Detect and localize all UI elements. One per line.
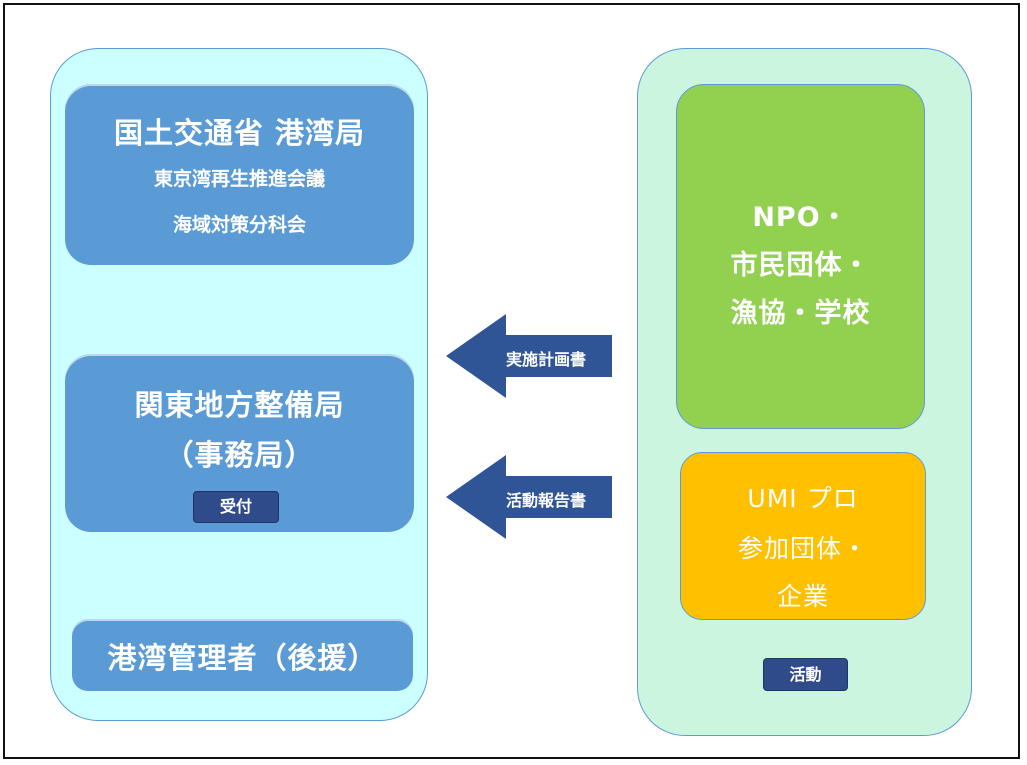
fisheries-schools-label: 漁協・学校: [730, 298, 871, 329]
companies-label: 企業: [776, 582, 829, 611]
secretariat-label: （事務局）: [164, 438, 315, 472]
mlit-ports-bureau-box: 国土交通省 港湾局 東京湾再生推進会議 海域対策分科会: [65, 84, 414, 265]
npo-label: NPO・: [752, 202, 849, 233]
marine-subcommittee-label: 海域対策分科会: [172, 214, 306, 236]
kanto-regional-bureau-title: 関東地方整備局: [134, 388, 345, 422]
citizen-groups-label: 市民団体・: [730, 250, 871, 281]
umi-project-label: UMI プロ: [747, 484, 859, 513]
port-administrator-title: 港湾管理者（後援）: [107, 641, 378, 675]
activity-report-label: 活動報告書: [505, 491, 586, 510]
activity-badge: 活動: [763, 658, 848, 691]
report-arrow: [446, 455, 612, 539]
tokyo-bay-council-label: 東京湾再生推進会議: [153, 168, 325, 190]
umi-project-box: UMI プロ 参加団体・ 企業: [680, 452, 926, 620]
kanto-regional-bureau-box: 関東地方整備局 （事務局）: [65, 354, 414, 532]
participating-groups-label: 参加団体・: [737, 534, 868, 563]
mlit-ports-bureau-title: 国土交通省 港湾局: [113, 116, 366, 150]
reception-badge: 受付: [193, 491, 279, 523]
port-administrator-box: 港湾管理者（後援）: [72, 619, 413, 691]
plan-arrow: [446, 314, 612, 398]
implementation-plan-label: 実施計画書: [505, 350, 586, 369]
npo-citizen-groups-box: NPO・ 市民団体・ 漁協・学校: [676, 84, 925, 429]
